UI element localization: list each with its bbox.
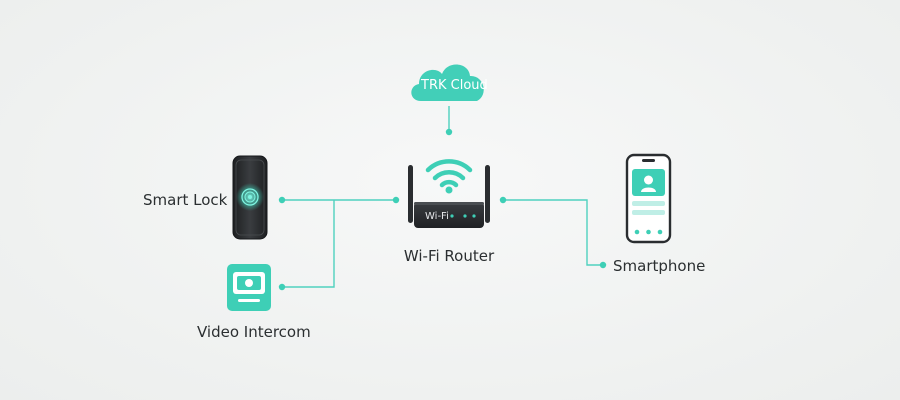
router-right-dot <box>499 196 507 204</box>
cloud-link-dot <box>445 128 453 136</box>
intercom-link-dot <box>278 283 286 291</box>
router-icon[interactable] <box>408 165 490 228</box>
video-intercom-label: Video Intercom <box>197 323 311 341</box>
wifi-signal-icon <box>425 159 473 194</box>
connection-lines <box>282 106 603 288</box>
cloud-icon[interactable] <box>411 64 484 101</box>
connection-dots <box>278 128 607 291</box>
router-smartphone-link <box>503 199 603 266</box>
smartphone-link-dot <box>599 261 607 269</box>
smartphone-icon[interactable] <box>625 153 672 244</box>
video-intercom-icon[interactable] <box>227 264 271 311</box>
smart-lock-icon[interactable] <box>232 155 268 240</box>
smart-lock-label: Smart Lock <box>143 191 228 209</box>
intercom-router-link <box>282 200 335 288</box>
smartphone-label: Smartphone <box>613 257 706 275</box>
lock-link-dot <box>278 196 286 204</box>
cloud-label: TRK Cloud <box>421 78 488 93</box>
router-label: Wi-Fi Router <box>403 247 495 265</box>
router-left-dot <box>392 196 400 204</box>
router-device-text: Wi-Fi <box>425 211 449 222</box>
